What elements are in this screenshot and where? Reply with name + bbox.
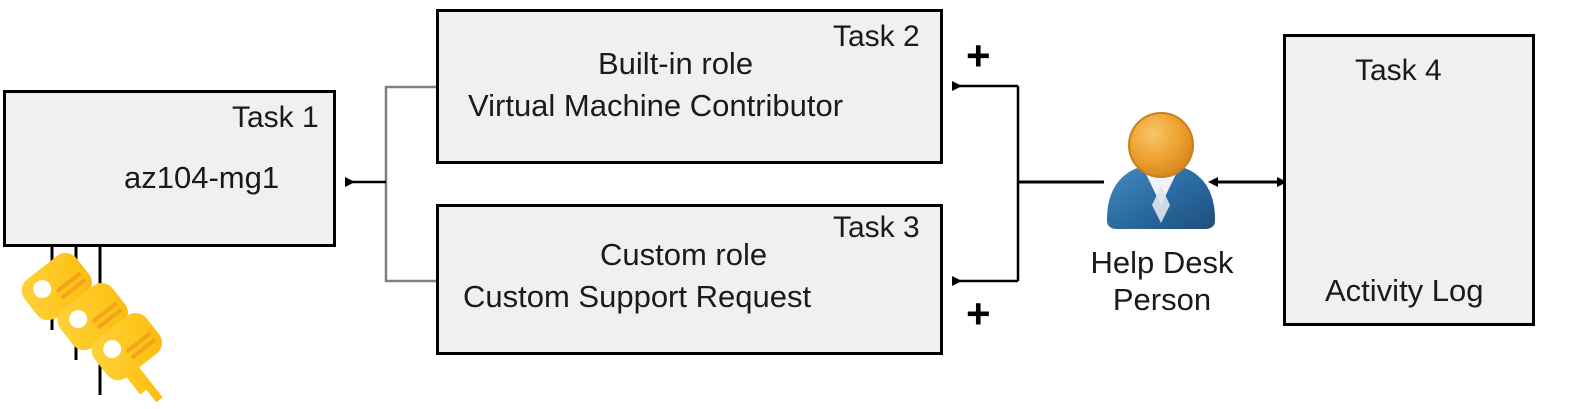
task3-line1: Custom role [600, 237, 768, 272]
task4-caption: Activity Log [1325, 273, 1484, 308]
task3-line2: Custom Support Request [463, 279, 812, 314]
plus-sign-top: + [966, 32, 991, 79]
person-label-line2: Person [1112, 282, 1212, 317]
key-icon [91, 313, 163, 403]
task4-box[interactable] [1283, 34, 1535, 326]
user-person-icon [1107, 112, 1215, 229]
task3-corner-label: Task 3 [833, 211, 920, 244]
task2-line1: Built-in role [598, 46, 754, 81]
plus-sign-bottom: + [966, 290, 991, 337]
connector-roles-to-mg [345, 85, 436, 283]
task1-corner-label: Task 1 [232, 101, 319, 134]
connector-person-to-roles [952, 81, 1104, 286]
key-icon-group [21, 253, 163, 403]
task2-corner-label: Task 2 [833, 20, 920, 53]
task1-name-label: az104-mg1 [124, 160, 280, 195]
person-label-line1: Help Desk [1090, 245, 1234, 280]
task4-corner-label: Task 4 [1355, 54, 1442, 87]
task2-line2: Virtual Machine Contributor [468, 88, 844, 123]
task2-box[interactable] [436, 9, 943, 164]
task3-box[interactable] [436, 204, 943, 355]
task1-box[interactable] [3, 90, 336, 247]
